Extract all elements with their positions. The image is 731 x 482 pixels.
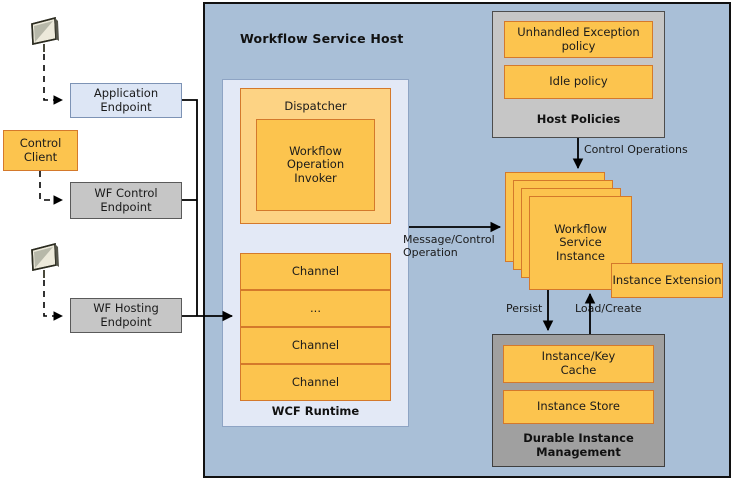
monitor-icon: [31, 242, 59, 278]
persist-label: Persist: [506, 302, 543, 315]
instance-store-box: Instance Store: [503, 390, 654, 424]
durable-instance-management-label: Durable Instance Management: [523, 431, 634, 460]
host-policies-label: Host Policies: [536, 112, 621, 126]
channel-item-ellipsis: ...: [240, 290, 391, 327]
load-create-label: Load/Create: [575, 302, 642, 315]
instance-key-cache-box: Instance/Key Cache: [503, 345, 654, 383]
monitor-to-application-endpoint-arrow: [43, 54, 63, 105]
control-client-to-wf-control-endpoint-arrow: [39, 171, 63, 205]
application-endpoint-connector: [182, 99, 198, 316]
channel-item: Channel: [240, 364, 391, 401]
message-control-operation-label: Message/Control Operation: [403, 233, 495, 260]
monitor-icon: [31, 16, 59, 52]
control-operations-label: Control Operations: [584, 143, 688, 156]
dispatcher-label: Dispatcher: [284, 99, 347, 113]
instance-extension-box: Instance Extension: [611, 263, 723, 298]
workflow-service-host-title: Workflow Service Host: [240, 31, 404, 46]
wcf-runtime-label: WCF Runtime: [271, 404, 360, 418]
application-endpoint-box: Application Endpoint: [70, 83, 182, 118]
monitor-to-wf-hosting-endpoint-arrow: [43, 280, 63, 321]
channel-item: Channel: [240, 327, 391, 364]
wf-hosting-endpoint-box: WF Hosting Endpoint: [70, 298, 182, 333]
unhandled-exception-policy-box: Unhandled Exception policy: [504, 21, 653, 58]
workflow-operation-invoker-box: Workflow Operation Invoker: [256, 119, 375, 211]
control-client-box: Control Client: [3, 130, 78, 171]
wf-control-endpoint-box: WF Control Endpoint: [70, 182, 182, 219]
channel-item: Channel: [240, 253, 391, 290]
idle-policy-box: Idle policy: [504, 65, 653, 99]
